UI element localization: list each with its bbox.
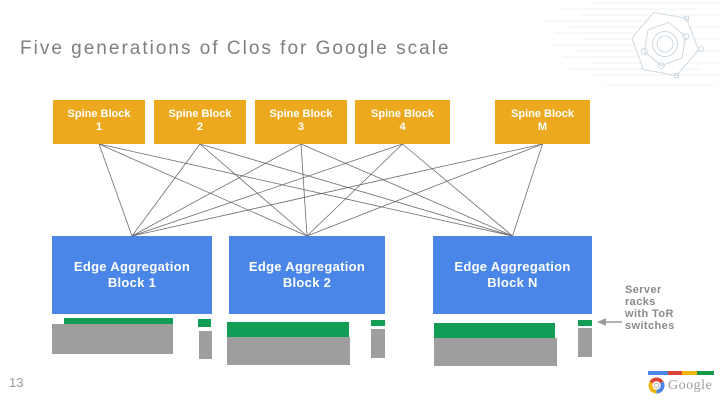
spine-block-number: 1 [95, 121, 103, 133]
spine-block-m: Spine Block M [495, 100, 590, 144]
annotation-line: Server [625, 284, 662, 296]
google-wordmark: Google [668, 378, 713, 393]
server-rack-small [371, 329, 385, 358]
edge-block-number: Block 2 [282, 275, 332, 290]
edge-block-label: Edge Aggregation [73, 259, 191, 274]
annotation-line: switches [625, 320, 675, 332]
spine-block-number: 2 [196, 121, 204, 133]
color-bar-green [697, 371, 714, 375]
color-bar-blue [648, 371, 668, 375]
server-rack [52, 324, 173, 354]
spine-block-label: Spine Block [168, 108, 232, 120]
spine-block-4: Spine Block 4 [355, 100, 450, 144]
hexagon-decoration [545, 2, 720, 86]
annotation-line: racks [625, 296, 656, 308]
google-color-bar [648, 371, 714, 375]
spine-block-number: M [537, 121, 548, 133]
edge-block-number: Block 1 [107, 275, 157, 290]
annotation-line: with ToR [625, 308, 674, 320]
tor-switch-bar [227, 322, 349, 337]
spine-block-label: Spine Block [269, 108, 333, 120]
spine-block-2: Spine Block 2 [154, 100, 246, 144]
tor-switch-bar [434, 323, 555, 338]
server-rack [227, 337, 350, 365]
spine-block-number: 3 [297, 121, 305, 133]
edge-aggregation-block-n: Edge Aggregation Block N [433, 236, 592, 314]
server-rack-small [578, 328, 592, 357]
server-racks-annotation: Server racks with ToR switches [625, 284, 717, 332]
spine-block-number: 4 [399, 121, 406, 133]
page-number: 13 [9, 375, 24, 390]
edge-aggregation-block-2: Edge Aggregation Block 2 [229, 236, 385, 314]
spine-block-label: Spine Block [67, 108, 131, 120]
tor-switch-small [578, 320, 592, 326]
spine-block-3: Spine Block 3 [255, 100, 347, 144]
edge-block-label: Edge Aggregation [248, 259, 366, 274]
spine-block-label: Spine Block [371, 108, 434, 120]
color-bar-red [668, 371, 682, 375]
slide-title: Five generations of Clos for Google scal… [20, 38, 451, 59]
server-rack-small [199, 331, 212, 359]
spine-block-1: Spine Block 1 [53, 100, 145, 144]
tor-switch-bar [64, 318, 173, 325]
server-rack [434, 338, 557, 366]
left-arrow-icon [597, 318, 622, 326]
spine-block-label: Spine Block [511, 108, 574, 120]
edge-aggregation-block-1: Edge Aggregation Block 1 [52, 236, 212, 314]
edge-block-number: Block N [487, 275, 538, 290]
tor-switch-small [198, 319, 211, 327]
google-logo-icon [648, 377, 665, 394]
edge-block-label: Edge Aggregation [454, 259, 571, 274]
color-bar-yellow [682, 371, 697, 375]
tor-switch-small [371, 320, 385, 326]
